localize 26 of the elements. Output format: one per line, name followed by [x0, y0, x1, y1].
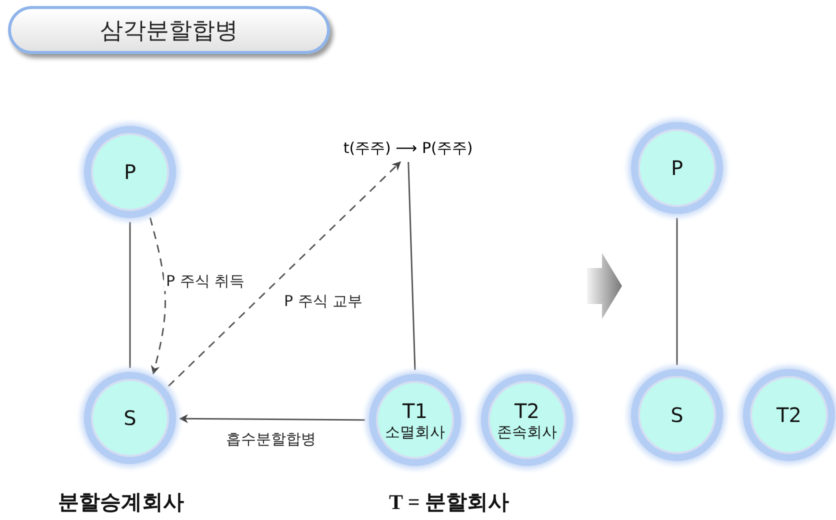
company-circle [631, 122, 723, 214]
connector-line [676, 218, 678, 365]
node-label: T2 [514, 400, 540, 422]
title-banner: 삼각분할합병 [8, 6, 330, 54]
shareholder-note: t(주주) ⟶ P(주주) [328, 134, 488, 162]
node-label: S [670, 404, 684, 426]
arrow [149, 218, 166, 375]
node-label: S [124, 406, 136, 430]
company-circle [84, 372, 176, 464]
company-circle [743, 369, 835, 461]
node-label: P [124, 160, 136, 184]
company-circle [84, 126, 176, 218]
company-circle [481, 374, 573, 466]
caption-text: T = 분할회사 [389, 489, 510, 516]
node-label: T2 [776, 404, 802, 426]
caption-text: 분할승계회사 [58, 489, 184, 516]
company-circle [631, 369, 723, 461]
arrow [168, 161, 401, 387]
arrow [179, 414, 365, 424]
connector-line [408, 162, 416, 370]
node-sublabel: 소멸회사 [385, 422, 445, 440]
node-label: T1 [402, 400, 428, 422]
connector-line [129, 222, 131, 368]
node-label: P [670, 156, 684, 180]
node-sublabel: 존속회사 [497, 422, 557, 440]
company-circle [369, 374, 461, 466]
